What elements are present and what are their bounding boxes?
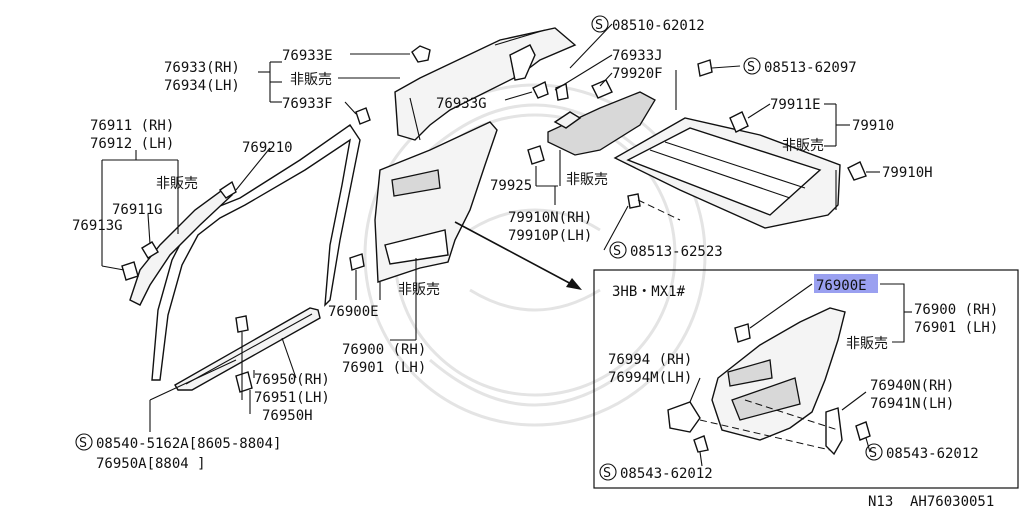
s-circle-08543b: S: [865, 443, 883, 461]
label-76911-rh: 76911 (RH): [90, 118, 174, 134]
label-76913g: 76913G: [72, 218, 123, 234]
inset-label-08543-b: 08543-62012: [886, 446, 979, 462]
label-76911g: 76911G: [112, 202, 163, 218]
s-circle-08510: S: [591, 15, 609, 33]
label-08510: 08510-62012: [612, 18, 705, 34]
svg-text:S: S: [595, 17, 603, 33]
label-76934-lh: 76934(LH): [164, 78, 240, 94]
clip-76911g[interactable]: [141, 241, 159, 259]
inset-label-76940n-rh: 76940N(RH): [870, 378, 954, 394]
label-79910h: 79910H: [882, 165, 933, 181]
watermark-emblem: [363, 83, 707, 427]
inset-label-76900-rh: 76900 (RH): [914, 302, 998, 318]
label-76901-lh: 76901 (LH): [342, 360, 426, 376]
label-hihanbai-5: 非販売: [398, 282, 440, 298]
svg-text:S: S: [869, 445, 877, 461]
label-08540: 08540-5162A[8605-8804]: [96, 436, 281, 452]
clip-79911e[interactable]: [729, 111, 749, 133]
s-circle-08513b: S: [609, 241, 627, 259]
label-79920f: 79920F: [612, 66, 663, 82]
svg-text:S: S: [79, 435, 87, 451]
label-76951-lh: 76951(LH): [254, 390, 330, 406]
inset-label-76900e: 76900E: [816, 278, 867, 294]
inset-panel: [593, 269, 1019, 489]
inset-label-76901-lh: 76901 (LH): [914, 320, 998, 336]
leader-lines: [101, 23, 912, 467]
label-76950-rh: 76950(RH): [254, 372, 330, 388]
kicking-plate[interactable]: [174, 307, 321, 391]
label-76933-rh: 76933(RH): [164, 60, 240, 76]
inset-trim-76900[interactable]: [711, 307, 846, 441]
clip-76933f[interactable]: [355, 107, 371, 125]
s-circle-08543a: S: [599, 463, 617, 481]
label-76933g: 76933G: [436, 96, 487, 112]
bracket-79920f[interactable]: [591, 79, 613, 99]
label-08513-62523: 08513-62523: [630, 244, 723, 260]
clip-76950h[interactable]: [235, 371, 253, 393]
screw-08513-62523[interactable]: [627, 193, 681, 221]
trunk-side-trim-79925[interactable]: [547, 91, 656, 156]
label-76900-rh: 76900 (RH): [342, 342, 426, 358]
inset-bracket-76940n[interactable]: [825, 407, 843, 456]
inset-dashes: [699, 399, 839, 451]
callout-arrow: [454, 221, 582, 290]
label-79910n-rh: 79910N(RH): [508, 210, 592, 226]
svg-text:S: S: [747, 59, 755, 75]
footer-n13: N13: [868, 494, 893, 510]
clip-76933g[interactable]: [532, 80, 549, 99]
label-79910: 79910: [852, 118, 894, 134]
inset-title: 3HB・MX1#: [612, 284, 686, 300]
parcel-shelf[interactable]: [613, 117, 841, 229]
clip-76900e[interactable]: [349, 253, 365, 271]
inset-bracket-76994[interactable]: [667, 401, 701, 433]
inset-label-hihanbai: 非販売: [846, 336, 888, 352]
s-circle-08540: S: [75, 433, 93, 451]
label-hihanbai-2: 非販売: [782, 138, 824, 154]
label-08513-62097: 08513-62097: [764, 60, 857, 76]
screw-08513-62097[interactable]: [675, 59, 713, 110]
inset-clip-76900e[interactable]: [734, 323, 751, 343]
footer-code: AH76030051: [910, 494, 994, 510]
label-79925: 79925: [490, 178, 532, 194]
clip-76933e[interactable]: [411, 45, 431, 63]
inset-label-76941n-lh: 76941N(LH): [870, 396, 954, 412]
label-76900e: 76900E: [328, 304, 379, 320]
inset-screw-08543-b[interactable]: [855, 421, 871, 441]
screw-08540[interactable]: [235, 315, 249, 350]
svg-text:S: S: [613, 243, 621, 259]
label-79911e: 79911E: [770, 97, 821, 113]
highlight-76900e: [814, 274, 878, 293]
inset-screw-08543-a[interactable]: [693, 435, 709, 453]
label-76950a: 76950A[8804 ]: [96, 456, 206, 472]
label-76933j: 76933J: [612, 48, 663, 64]
svg-text:S: S: [603, 465, 611, 481]
hook-79910h[interactable]: [835, 161, 867, 210]
label-76950h: 76950H: [262, 408, 313, 424]
label-76912-lh: 76912 (LH): [90, 136, 174, 152]
cover-76933j[interactable]: [509, 44, 536, 81]
label-79910p-lh: 79910P(LH): [508, 228, 592, 244]
label-76933e: 76933E: [282, 48, 333, 64]
clip-76913g[interactable]: [121, 261, 139, 281]
label-hihanbai-1: 非販売: [290, 72, 332, 88]
rear-side-trim[interactable]: [374, 121, 498, 283]
s-circle-08513a: S: [743, 57, 761, 75]
clip-79925[interactable]: [527, 145, 545, 165]
label-769210: 769210: [242, 140, 293, 156]
label-hihanbai-4: 非販売: [566, 172, 608, 188]
label-76933f: 76933F: [282, 96, 333, 112]
label-hihanbai-3: 非販売: [156, 176, 198, 192]
inset-label-08543-a: 08543-62012: [620, 466, 713, 482]
inset-label-76994m-lh: 76994M(LH): [608, 370, 692, 386]
inset-label-76994-rh: 76994 (RH): [608, 352, 692, 368]
